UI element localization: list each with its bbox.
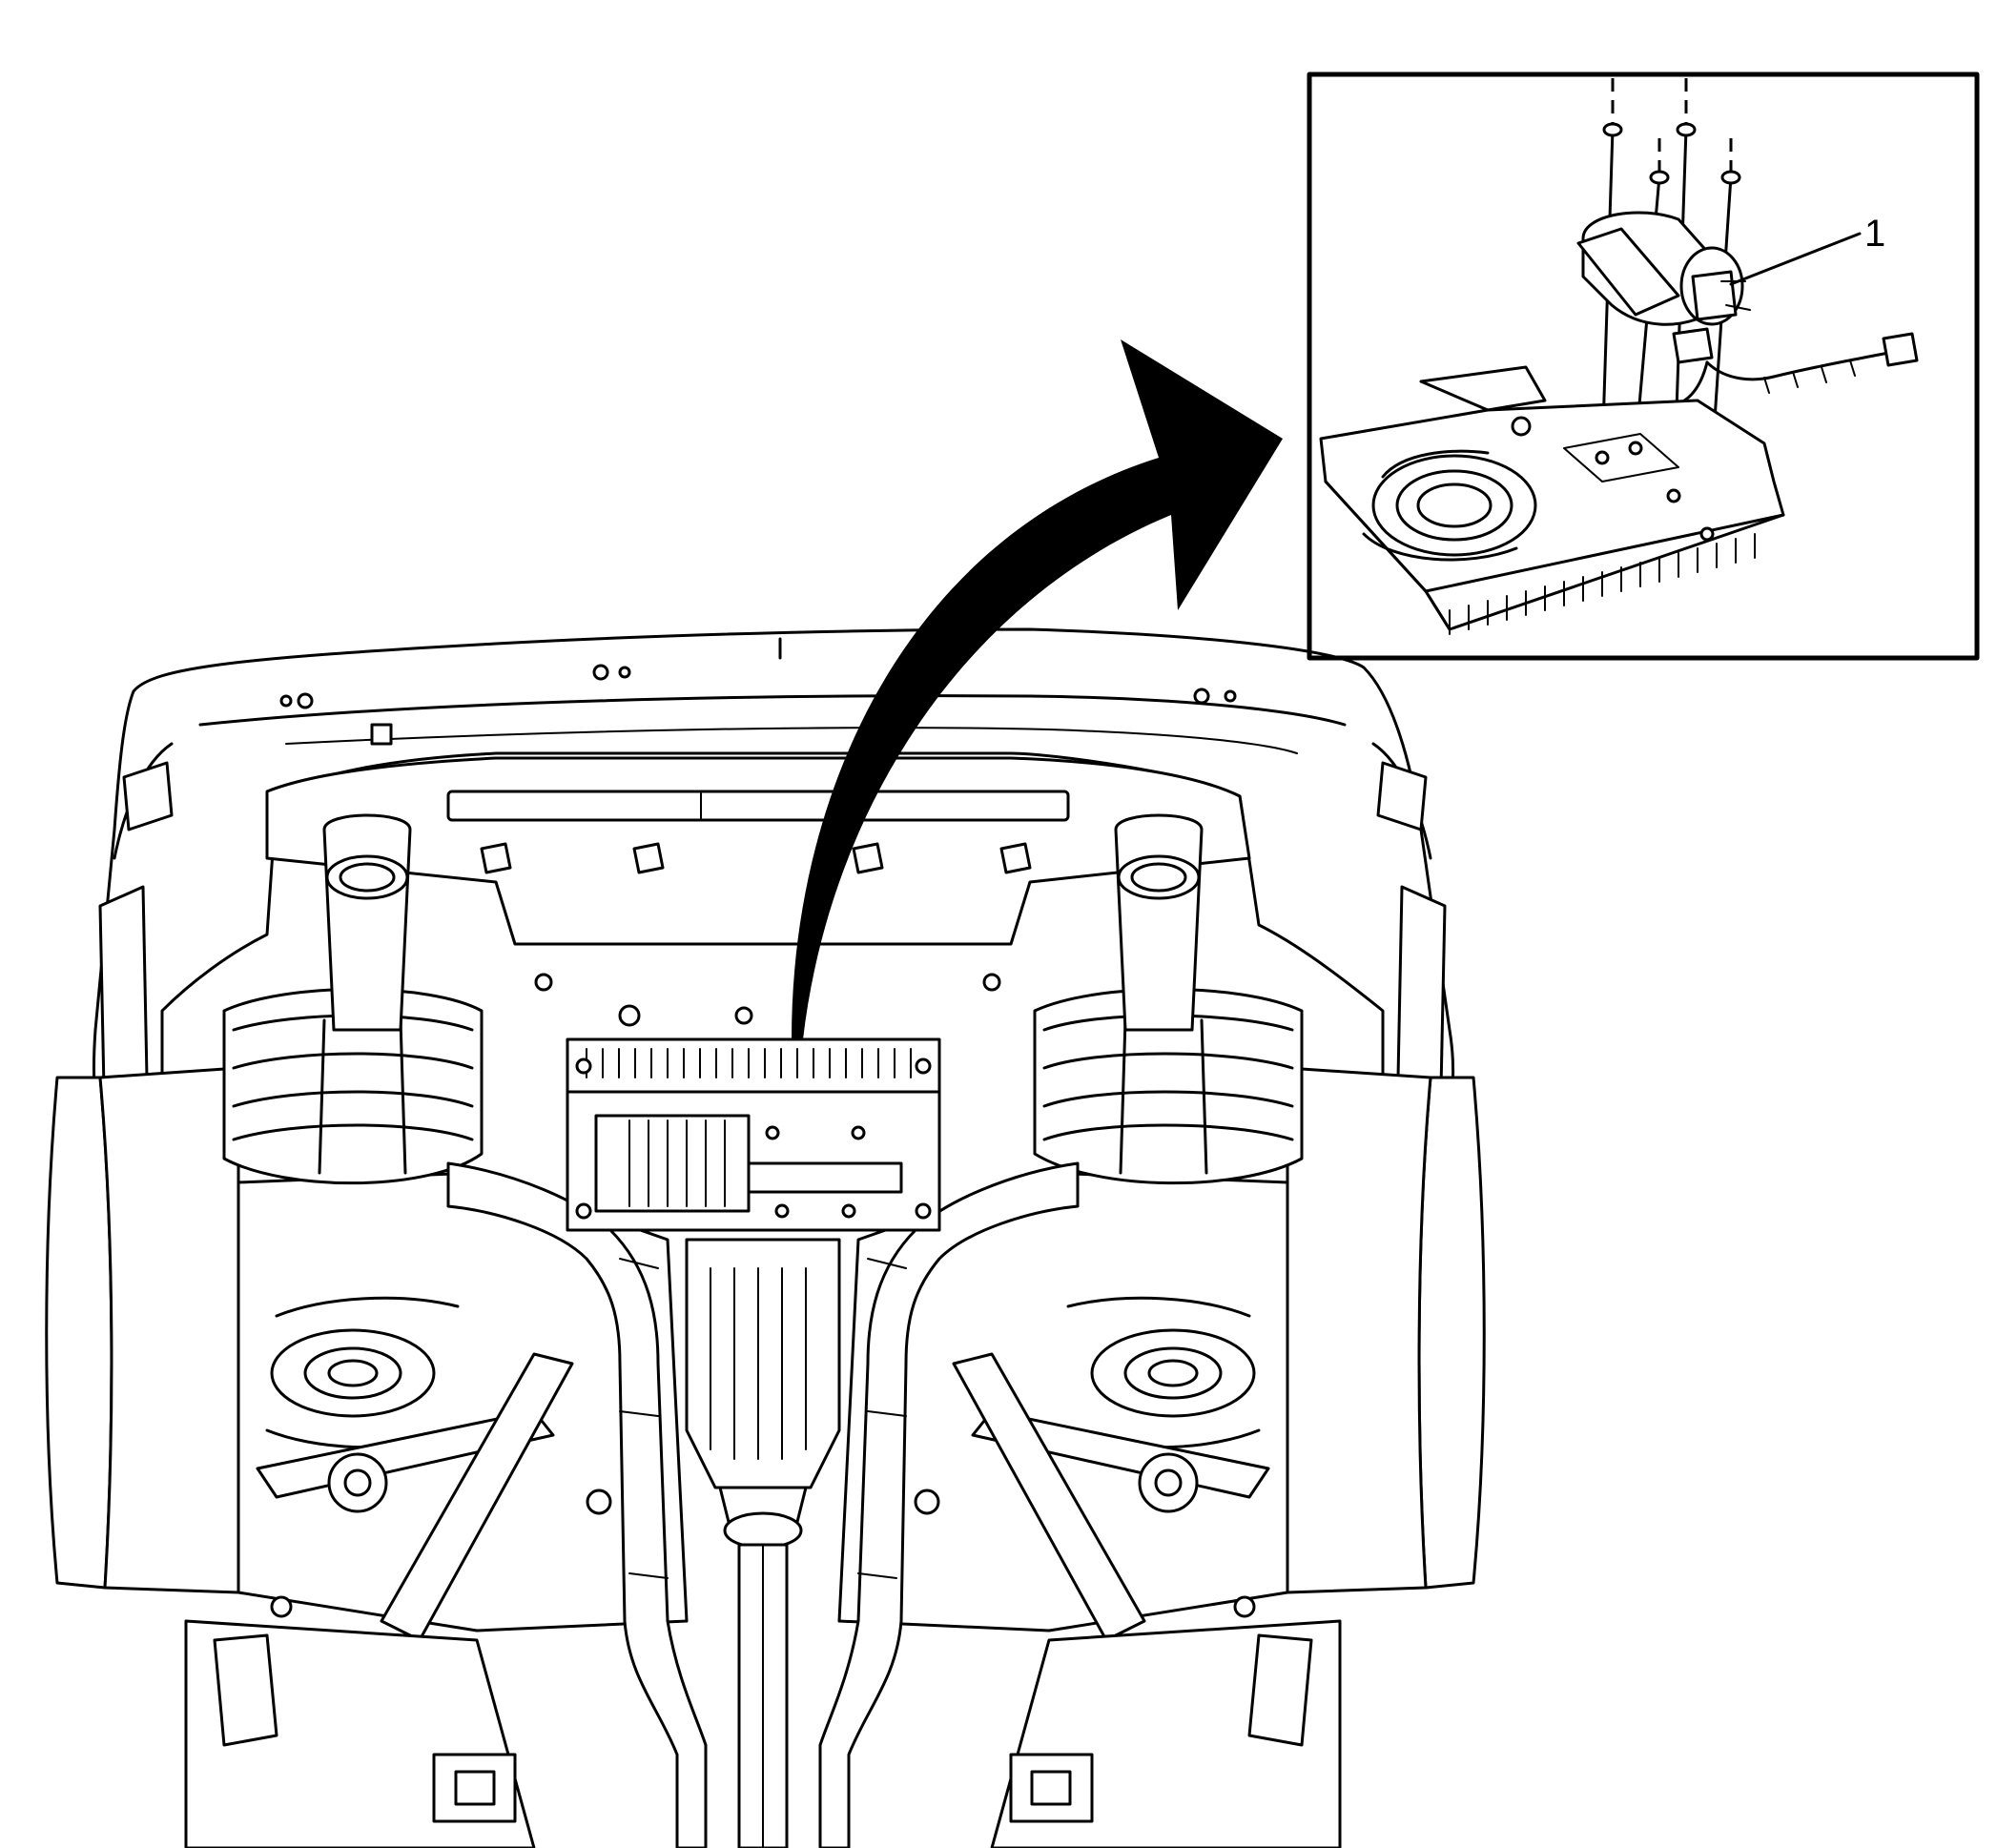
muffler-left (222, 988, 484, 1185)
module-mounting-tray (1319, 365, 1785, 635)
rear-differential (685, 1238, 841, 1550)
drive-shaft (737, 1543, 789, 1848)
rear-body-panel (265, 756, 1251, 1027)
detail-inset: 1 (1307, 72, 1980, 661)
callout-label: 1 (1864, 213, 1885, 255)
noise-cancellation-module (1576, 211, 1751, 364)
callout-1: 1 (1729, 213, 1885, 286)
rear-suspension (237, 1171, 1289, 1642)
detail-pointer-arrow (792, 339, 1283, 1039)
tailpipe-right (1114, 813, 1204, 1032)
fastener-nuts (1602, 122, 1741, 185)
rear-tire-left (45, 1066, 240, 1594)
floor-pan (184, 1619, 1342, 1848)
rear-bumper-fascia (92, 627, 1455, 1189)
tailpipe-left (322, 813, 412, 1032)
noise-cancellation-module-installed (566, 1037, 941, 1232)
rear-tire-right (1286, 1066, 1486, 1594)
